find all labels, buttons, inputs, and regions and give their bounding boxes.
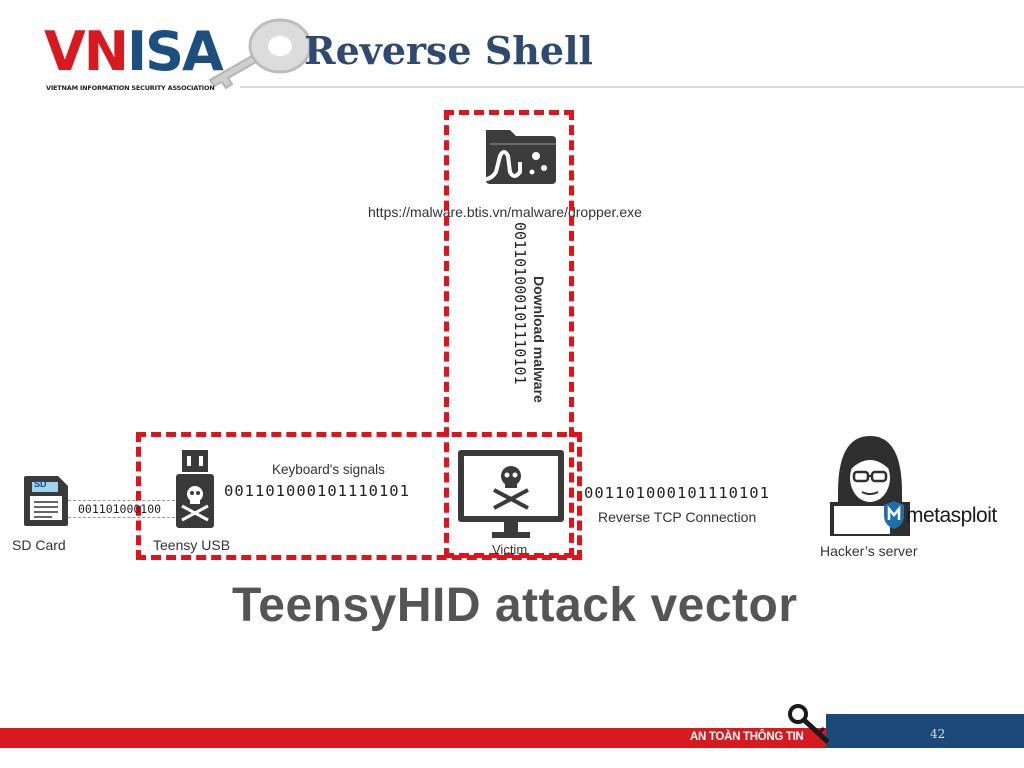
logo-wordmark: VNISA xyxy=(44,20,224,83)
page-number: 42 xyxy=(930,727,946,741)
sd-badge: SD xyxy=(34,479,47,489)
attack-vector-title: TeensyHID attack vector xyxy=(232,579,798,632)
teensy-usb-label: Teensy USB xyxy=(153,537,231,553)
usb-path-box xyxy=(136,432,582,560)
logo-vn: VN xyxy=(44,20,129,83)
page-title: Reverse Shell xyxy=(304,28,593,73)
logo-subtitle: VIETNAM INFORMATION SECURITY ASSOCIATION xyxy=(46,84,215,92)
download-malware-label: Download malware xyxy=(531,276,547,403)
sd-card-label: SD Card xyxy=(12,537,66,553)
footer-accent xyxy=(826,714,1024,748)
hacker-server-label: Hacker’s server xyxy=(820,543,918,559)
victim-label: Victim xyxy=(492,542,528,557)
key-logo-icon xyxy=(208,18,312,90)
reverse-tcp-label: Reverse TCP Connection xyxy=(598,509,757,525)
logo xyxy=(40,10,312,100)
sd-usb-connector xyxy=(68,500,180,518)
footer-key-icon xyxy=(788,704,830,744)
binary-stream-reverse: 001101000101110101 xyxy=(584,484,770,502)
sd-card-icon xyxy=(24,476,68,526)
footer-text: AN TOÀN THÔNG TIN xyxy=(690,731,804,743)
binary-stream-keyboard: 001101000101110101 xyxy=(224,482,410,500)
footer-bar xyxy=(0,728,1024,748)
logo-isa: ISA xyxy=(127,20,224,83)
keyboard-signals-label: Keyboard's signals xyxy=(272,462,385,477)
victim-monitor-icon xyxy=(458,450,564,538)
teensy-usb-icon xyxy=(176,450,214,528)
metasploit-label: metasploit xyxy=(906,504,997,527)
binary-stream-download: 001101000101110101 xyxy=(511,222,527,385)
header-divider xyxy=(240,86,1024,88)
malware-folder-icon xyxy=(477,130,556,184)
metasploit-logo-icon xyxy=(884,501,904,529)
sd-binary: 001101000100 xyxy=(78,502,162,516)
